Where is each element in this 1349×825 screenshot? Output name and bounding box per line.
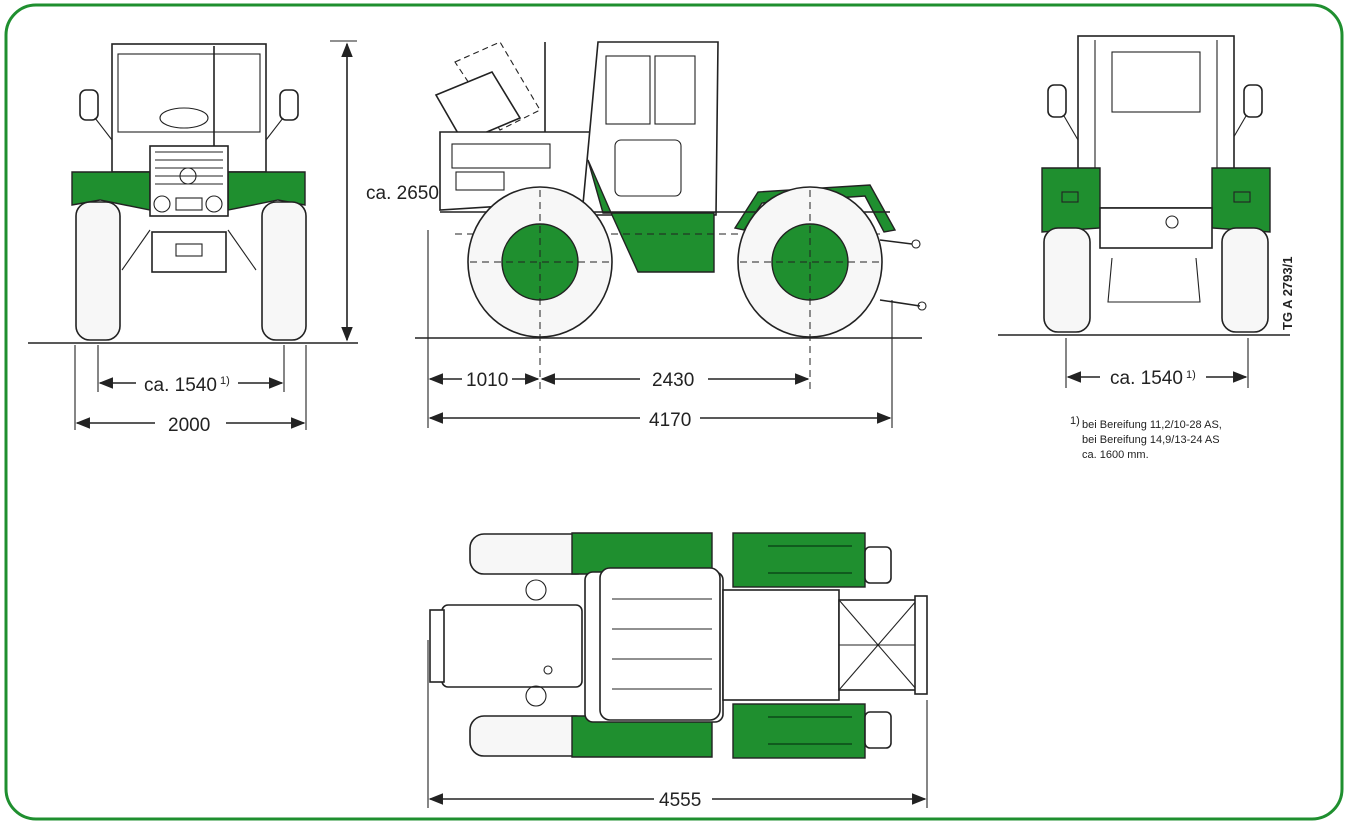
front-track-dimension: ca. 1540 <box>144 375 217 396</box>
wheelbase-dimension: 2430 <box>652 370 694 391</box>
footnote-line-2: bei Bereifung 14,9/13-24 AS <box>1082 434 1220 446</box>
side-length-dimension: 4170 <box>649 410 691 431</box>
top-view <box>427 532 928 808</box>
top-length-dimension: 4555 <box>659 790 701 811</box>
footnote-line-3: ca. 1600 mm. <box>1082 449 1149 461</box>
rear-track-dimension: ca. 1540 <box>1110 368 1183 389</box>
footnote-mark: 1) <box>1070 415 1080 427</box>
drawing-code: TG A 2793/1 <box>1280 257 1295 330</box>
front-width-dimension: 2000 <box>168 415 210 436</box>
rear-view <box>998 35 1290 388</box>
front-height-dimension: ca. 2650 <box>366 183 439 204</box>
rear-track-footnote-mark: 1) <box>1186 369 1196 381</box>
footnote-line-1: bei Bereifung 11,2/10-28 AS, <box>1082 419 1222 431</box>
front-track-footnote-mark: 1) <box>220 375 230 387</box>
side-view <box>415 41 927 428</box>
page-frame <box>4 3 1344 821</box>
front-view <box>28 40 358 430</box>
front-overhang-dimension: 1010 <box>466 370 508 391</box>
